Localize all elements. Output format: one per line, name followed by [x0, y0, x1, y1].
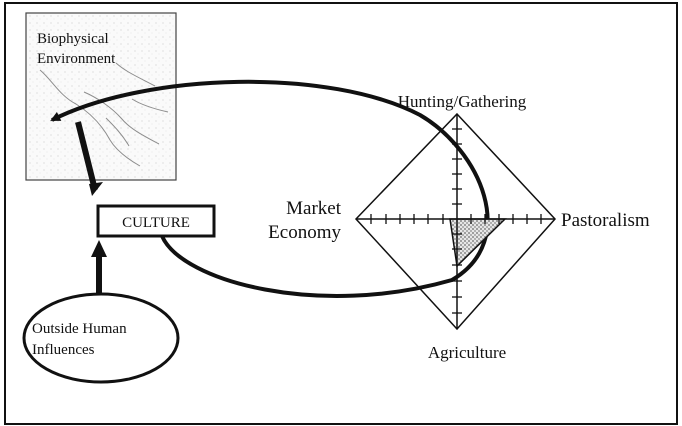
outside-influences-ellipse: Outside Human Influences	[22, 292, 180, 384]
subsistence-diamond	[354, 112, 557, 331]
outside-label-line2: Influences	[32, 342, 95, 358]
culture-label: CULTURE	[122, 215, 190, 231]
axis-label-left-line2: Economy	[268, 222, 341, 243]
culture-box: CULTURE	[96, 204, 216, 238]
outside-to-culture-arrow	[91, 240, 107, 296]
map-texture-icon	[39, 62, 169, 167]
environment-to-culture-arrow	[75, 121, 103, 196]
axis-label-left-line1: Market	[286, 198, 342, 219]
axis-label-top: Hunting/Gathering	[398, 92, 527, 111]
axis-label-bottom: Agriculture	[428, 343, 506, 362]
axis-label-right: Pastoralism	[561, 210, 650, 231]
env-label-line2: Environment	[37, 51, 116, 67]
feedback-loop-curve	[50, 79, 490, 298]
axis-ticks	[370, 128, 542, 314]
outside-label-line1: Outside Human	[32, 321, 127, 337]
env-label-line1: Biophysical	[37, 31, 109, 47]
biophysical-environment-box: Biophysical Environment	[25, 12, 177, 181]
